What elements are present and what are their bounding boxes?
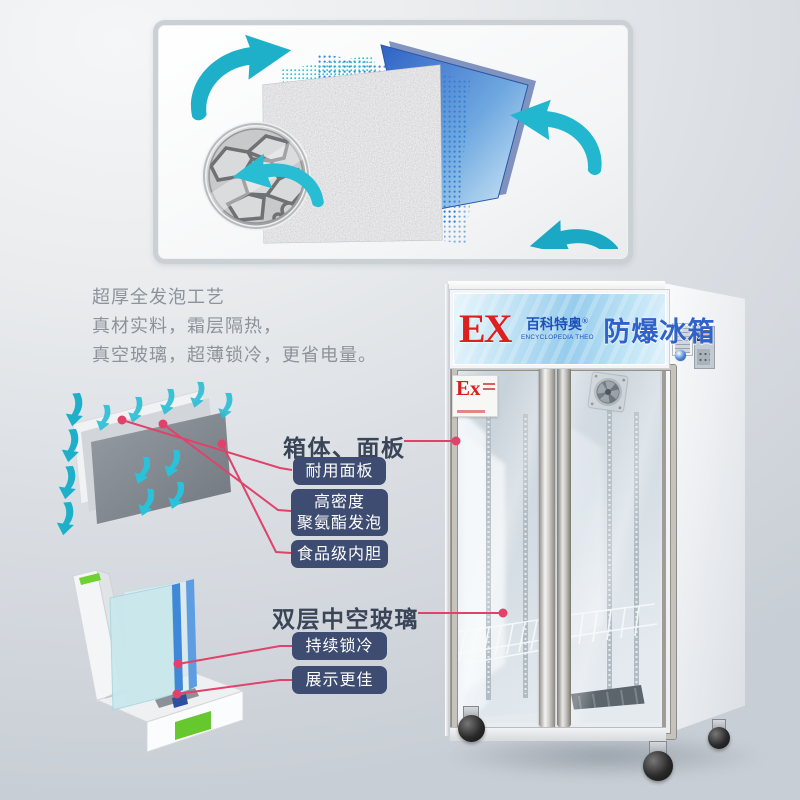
badge-better-display: 展示更佳 <box>292 666 387 694</box>
display-digit <box>704 333 708 338</box>
double-glazing-diagram <box>72 570 245 753</box>
controller-display <box>697 330 710 341</box>
controller-keypad <box>697 349 710 365</box>
round-logo-badge <box>675 350 686 361</box>
banner-ex-logo: EX <box>459 306 513 351</box>
badge-foam-line1: 高密度 <box>313 493 365 511</box>
badge-food-grade-liner: 食品级内胆 <box>291 540 388 568</box>
fridge-left-edge <box>445 284 449 736</box>
badge-high-density-foam: 高密度 聚氨酯发泡 <box>291 489 388 536</box>
intro-line-2: 真材实料，霜层隔热， <box>92 316 282 336</box>
ice-texture <box>453 293 666 365</box>
ex-certification-sticker: Ex <box>452 375 498 417</box>
intro-line-1: 超厚全发泡工艺 <box>92 287 225 307</box>
glass-section-title: 双层中空玻璃 <box>272 606 419 632</box>
insulation-feature-card <box>153 20 633 292</box>
panel-layers-diagram <box>53 379 239 538</box>
brand-name-cn: 百科特奥® <box>526 315 588 333</box>
registered-mark: ® <box>582 315 588 325</box>
banner-brand: 百科特奥® ENCYCLOPEDIA THEO <box>517 314 598 341</box>
display-digit <box>699 333 703 338</box>
right-door-handle <box>557 367 571 727</box>
intro-text: 超厚全发泡工艺 真材实料，霜层隔热， 真空玻璃，超薄锁冷，更省电量。 <box>92 283 422 370</box>
badge-continuous-cold: 持续锁冷 <box>292 632 387 660</box>
caster-wheel <box>643 751 673 781</box>
insulation-layers-diagram <box>181 28 628 292</box>
left-door-glass <box>458 371 538 723</box>
ex-mark: Ex <box>456 376 481 400</box>
caster-wheel <box>458 715 485 742</box>
badge-durable-panel: 耐用面板 <box>293 457 386 485</box>
intro-line-3: 真空玻璃，超薄锁冷，更省电量。 <box>92 345 377 365</box>
fridge-bottom-strip <box>450 727 666 741</box>
sticker-fine-print <box>482 381 495 390</box>
right-door-glass <box>566 371 660 723</box>
spec-label-sticker <box>672 323 693 356</box>
badge-foam-line2: 聚氨酯发泡 <box>296 514 382 532</box>
left-door-handle <box>539 367 555 727</box>
caster-wheel <box>708 727 730 749</box>
lightbox-banner: EX 百科特奥® ENCYCLOPEDIA THEO 防爆冰箱 <box>450 290 714 368</box>
cabinet-section-title: 箱体、面板 <box>283 435 406 461</box>
temperature-controller <box>694 326 715 369</box>
sticker-fine-print-bottom <box>457 410 485 413</box>
brand-name-en: ENCYCLOPEDIA THEO <box>520 333 594 341</box>
product-name: 防爆冰箱 <box>603 316 716 347</box>
glass-unit <box>109 579 199 711</box>
